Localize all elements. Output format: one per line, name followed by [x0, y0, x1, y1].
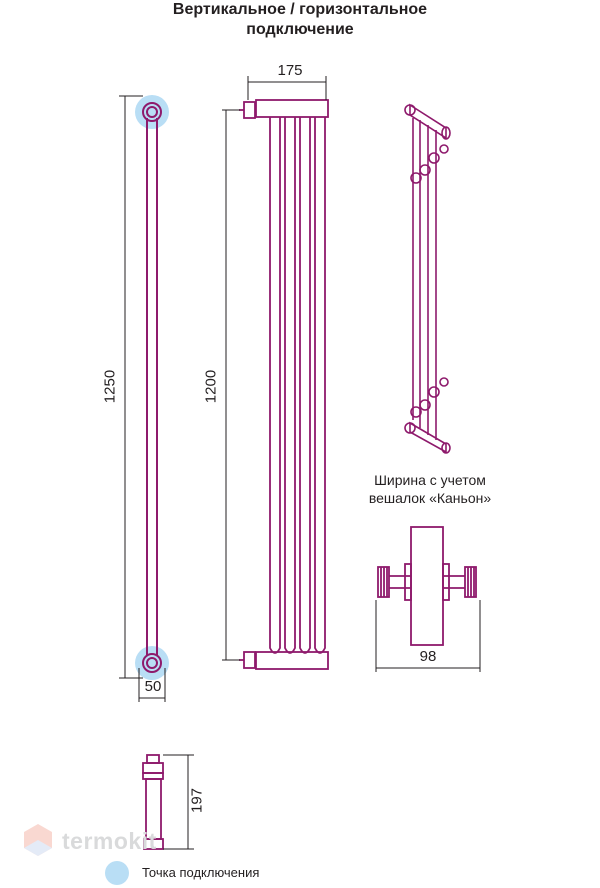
watermark-logo-icon [24, 824, 52, 856]
front-dimension-lines [222, 76, 327, 661]
hanger-note: Ширина с учетом вешалок «Каньон» [345, 471, 515, 507]
bottom-view [142, 754, 164, 850]
title-line-1: Вертикальное / горизонтальное [172, 1, 428, 18]
perspective-view [404, 103, 451, 454]
hanger-note-line-2: вешалок «Каньон» [368, 490, 492, 506]
watermark-logo: termokit [62, 828, 157, 854]
connection-point-top [135, 95, 169, 129]
front-width-dimension: 175 [277, 62, 303, 79]
title-line-2: подключение [246, 21, 354, 38]
front-view [239, 99, 329, 670]
hanger-dimension-lines [375, 600, 481, 672]
side-dimension-lines [119, 95, 166, 702]
hanger-detail [377, 526, 477, 646]
connection-point-legend-icon [105, 861, 129, 885]
hanger-note-line-1: Ширина с учетом [374, 472, 486, 488]
depth-dimension: 197 [188, 787, 206, 814]
connection-point-legend-label: Точка подключения [142, 865, 260, 880]
bottom-dimension-lines [163, 754, 194, 850]
side-height-dimension: 1250 [101, 369, 119, 404]
hanger-width-dimension: 98 [419, 648, 437, 665]
connection-point-bottom [135, 646, 169, 680]
side-view [135, 95, 169, 680]
front-height-dimension: 1200 [202, 369, 220, 404]
side-width-dimension: 50 [144, 678, 162, 695]
